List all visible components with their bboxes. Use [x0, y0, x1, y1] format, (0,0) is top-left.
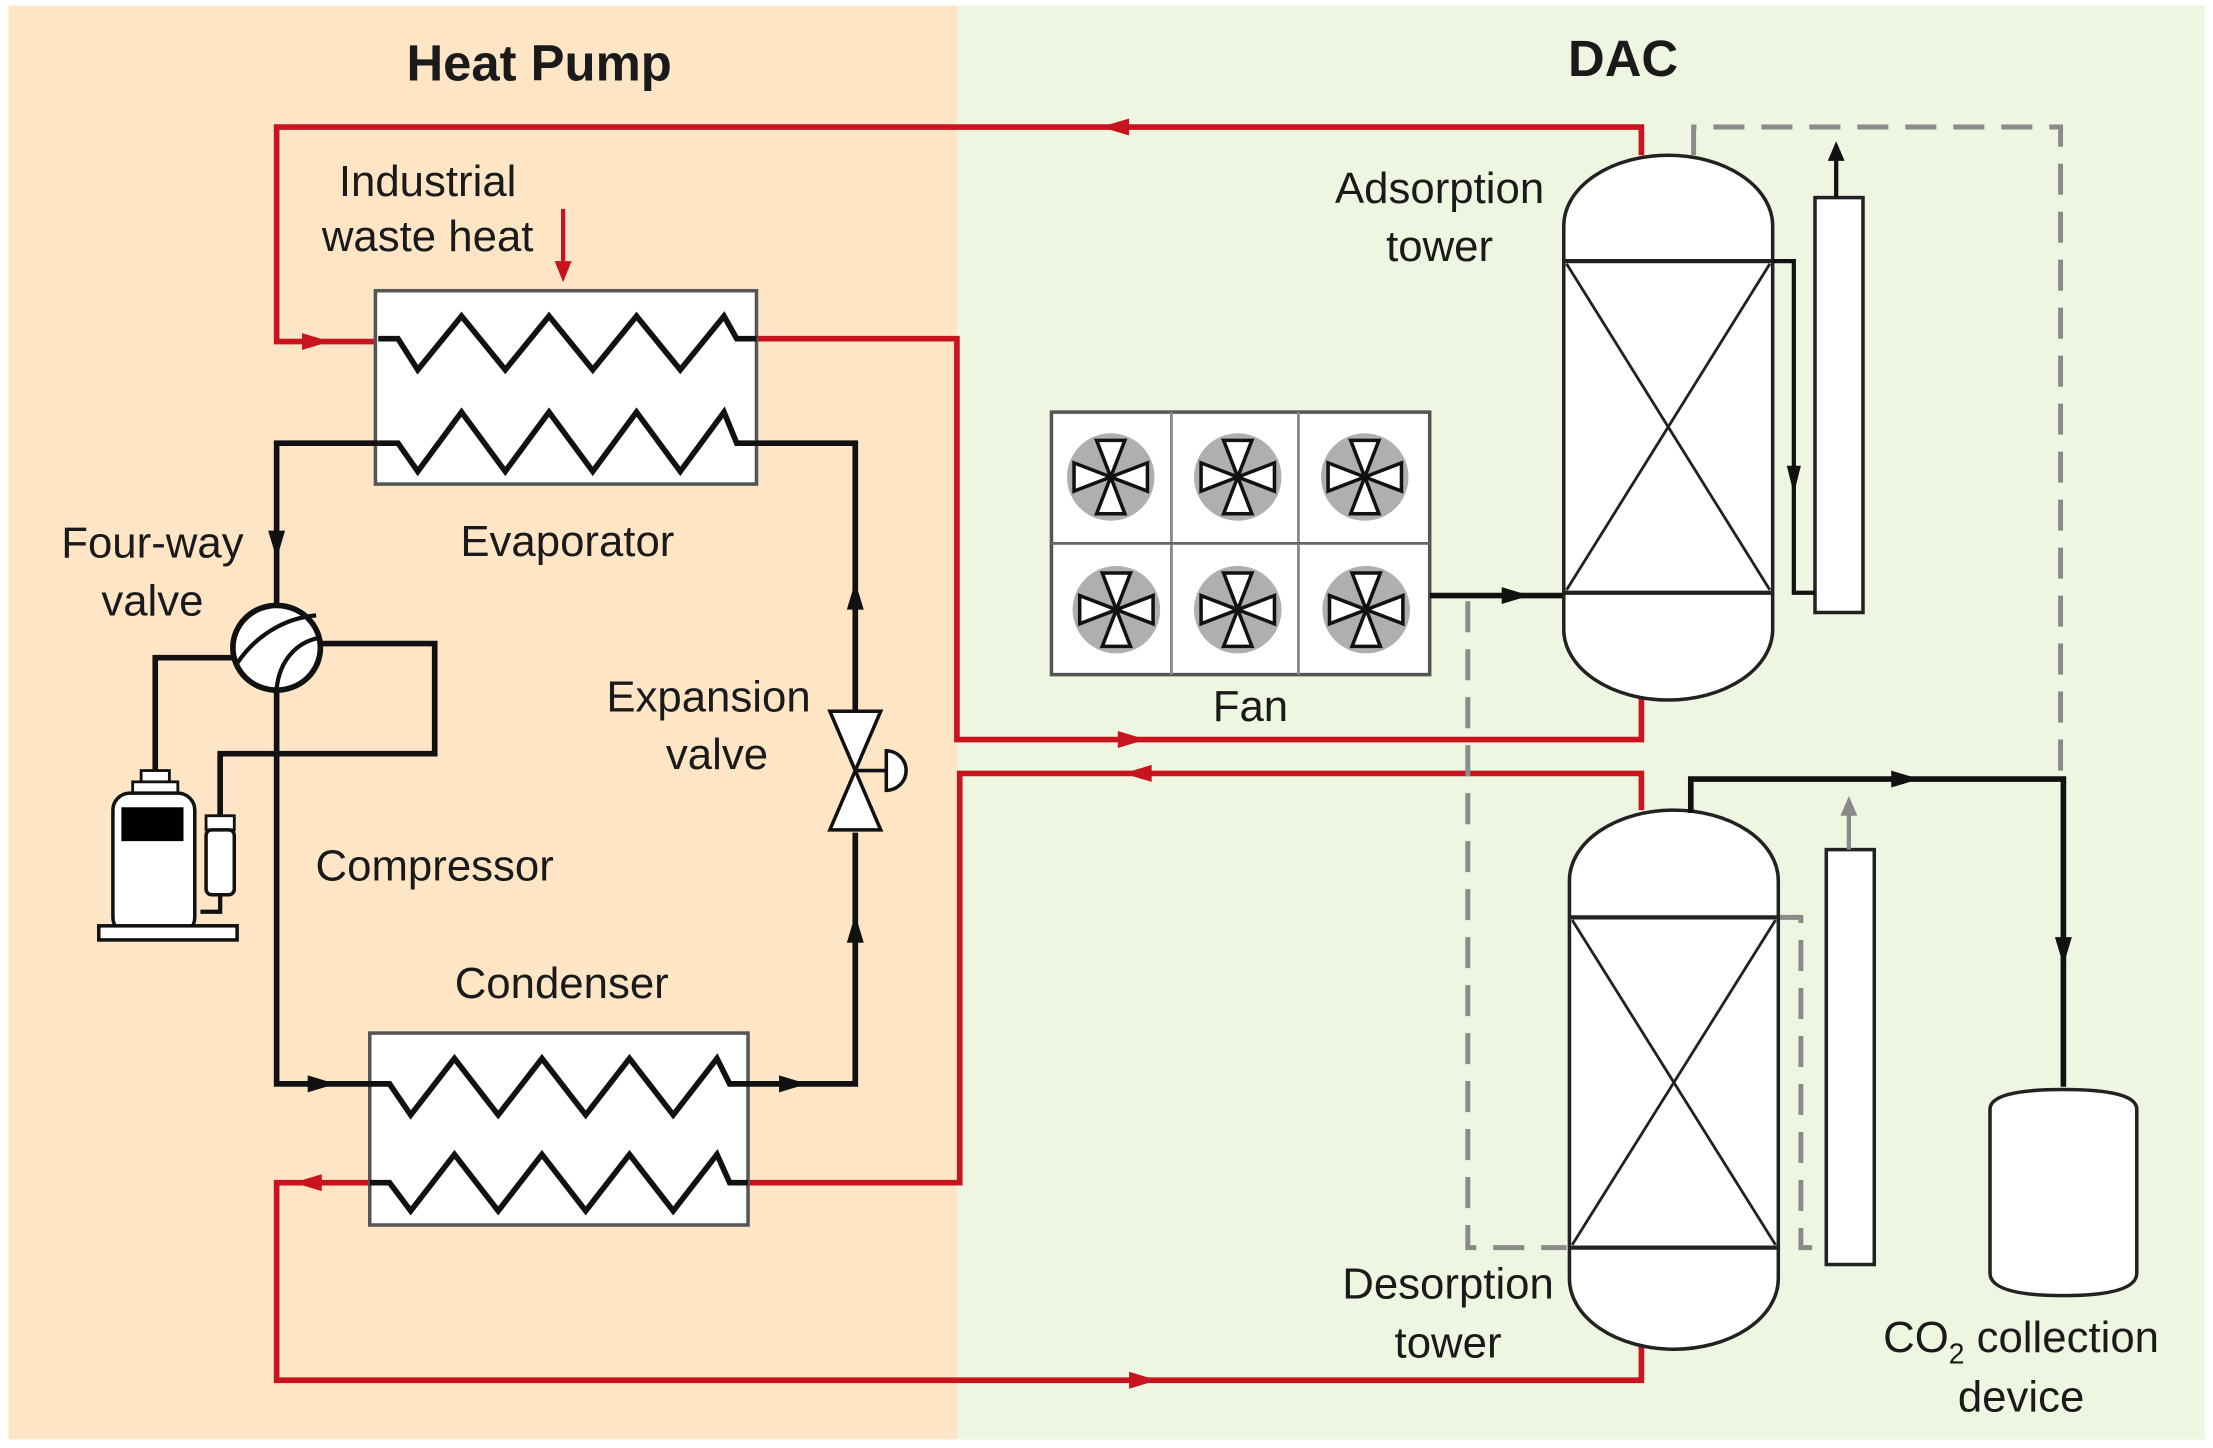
compressor: [97, 769, 239, 942]
flow-arrow: [307, 1075, 336, 1093]
condenser: [368, 1031, 750, 1227]
flow-arrow: [779, 1075, 808, 1093]
fan-icon: [1321, 433, 1409, 521]
dashed-control-lines: [1465, 124, 2064, 1251]
desorption-tower: [1567, 795, 1877, 1351]
condenser-label: Condenser: [455, 959, 669, 1008]
four-way-valve: [230, 602, 324, 693]
flow-arrow: [1123, 764, 1152, 782]
flow-arrow: [1129, 1371, 1158, 1389]
waste-heat-arrow: [554, 261, 572, 283]
flow-arrow: [1117, 731, 1147, 748]
adsorption-tower-label-2: tower: [1386, 222, 1493, 271]
flow-arrow: [302, 333, 331, 351]
fan-icon: [1066, 433, 1155, 521]
fan-icon: [1194, 433, 1282, 521]
desorption-tower-label-2: tower: [1395, 1319, 1502, 1368]
fan-icon: [1194, 565, 1282, 654]
heat-loop-lower: [273, 764, 1645, 1389]
flow-arrow: [846, 581, 864, 610]
flow-arrow: [2054, 937, 2072, 966]
expansion-valve-label-1: Expansion: [606, 672, 810, 721]
desorption-tower-label-1: Desorption: [1342, 1259, 1554, 1308]
evaporator: [373, 288, 759, 486]
industrial-waste-heat-label-2: waste heat: [321, 212, 534, 261]
industrial-waste-heat-label-1: Industrial: [339, 157, 517, 206]
four-way-valve-label-1: Four-way: [61, 518, 243, 567]
flow-arrow: [846, 914, 864, 943]
flow-arrow: [1786, 465, 1801, 494]
co2-collection-device: [1988, 1087, 2139, 1298]
refrigerant-loop: [152, 440, 864, 1093]
expansion-valve: [827, 709, 908, 832]
flow-arrow: [268, 530, 286, 559]
flow-arrow: [1501, 587, 1530, 605]
heat-pump-title: Heat Pump: [406, 34, 671, 91]
co2-collection-label-1: CO2 collection: [1883, 1313, 2159, 1369]
four-way-valve-label-2: valve: [101, 576, 203, 625]
co2-collection-label-2: device: [1958, 1372, 2084, 1421]
evaporator-label: Evaporator: [460, 517, 674, 566]
fan-icon: [1322, 565, 1410, 654]
flow-arrow: [293, 1174, 322, 1192]
heat-loop-upper: [273, 118, 1645, 748]
exhaust-arrow: [1840, 795, 1858, 816]
fan-label: Fan: [1213, 682, 1288, 731]
fan-array: [1049, 410, 1432, 677]
compressor-label: Compressor: [316, 842, 554, 891]
adsorption-tower-label-1: Adsorption: [1335, 164, 1544, 213]
flow-arrow: [1100, 118, 1130, 136]
expansion-valve-label-2: valve: [666, 730, 768, 779]
dac-title: DAC: [1568, 30, 1678, 87]
exhaust-arrow: [1827, 141, 1845, 161]
fan-icon: [1072, 565, 1161, 654]
adsorption-tower: [1562, 141, 1865, 702]
flow-arrow: [1891, 770, 1920, 788]
